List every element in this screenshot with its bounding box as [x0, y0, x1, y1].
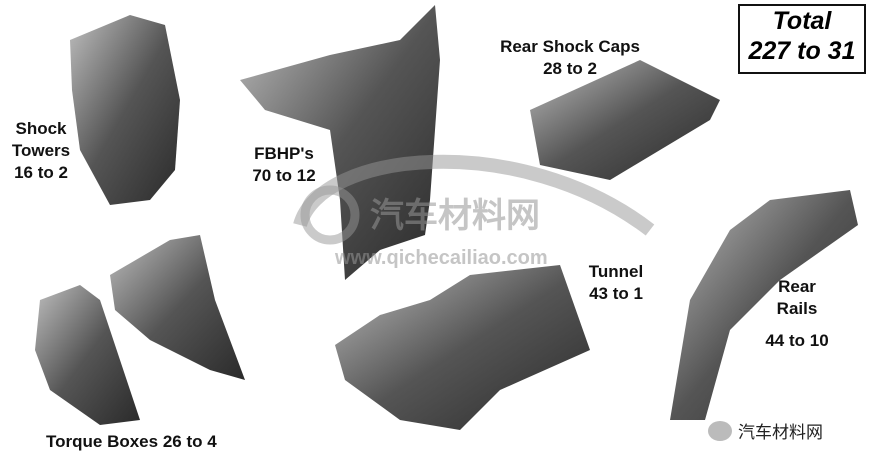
rear-rails-name1: Rear	[778, 277, 816, 296]
fbhp-part	[240, 5, 440, 280]
tunnel-label: Tunnel 43 to 1	[583, 261, 649, 305]
tunnel-value: 43 to 1	[589, 284, 643, 303]
rear-shock-caps-name: Rear Shock Caps	[500, 37, 640, 56]
rear-rails-name2: Rails	[776, 299, 818, 318]
total-value: 227 to 31	[748, 37, 856, 65]
shock-towers-name1: Shock	[15, 119, 67, 138]
wechat-icon	[708, 420, 732, 441]
total-box: Total 227 to 31	[738, 4, 866, 74]
rear-shock-caps-value: 28 to 2	[543, 59, 597, 78]
shock-towers-label: Shock Towers 16 to 2	[8, 118, 74, 184]
tunnel-part	[335, 265, 590, 430]
total-title: Total	[772, 7, 832, 35]
watermark-url: www.qichecailiao.com	[335, 247, 548, 269]
rear-rail-part	[670, 190, 858, 420]
torque-box-part-right	[110, 235, 245, 380]
fbhps-label: FBHP's 70 to 12	[248, 143, 320, 187]
rear-rails-label: Rear Rails 44 to 10	[762, 276, 832, 352]
shock-towers-name2: Towers	[11, 141, 71, 160]
shock-tower-part	[70, 15, 180, 205]
fbhps-name: FBHP's	[254, 144, 314, 163]
watermark-logo-circle	[300, 185, 360, 245]
fbhps-value: 70 to 12	[252, 166, 316, 185]
shock-towers-value: 16 to 2	[14, 163, 68, 182]
rear-rails-value: 44 to 10	[765, 331, 829, 350]
brand-badge: 汽车材料网	[708, 418, 823, 443]
torque-boxes-label: Torque Boxes 26 to 4	[46, 432, 217, 451]
rear-shock-caps-label: Rear Shock Caps 28 to 2	[490, 36, 650, 80]
torque-box-part-left	[35, 285, 140, 425]
brand-text: 汽车材料网	[738, 423, 823, 442]
tunnel-name: Tunnel	[588, 262, 644, 281]
watermark-cn: 汽车材料网	[370, 197, 540, 235]
rear-shock-cap-part	[530, 60, 720, 180]
